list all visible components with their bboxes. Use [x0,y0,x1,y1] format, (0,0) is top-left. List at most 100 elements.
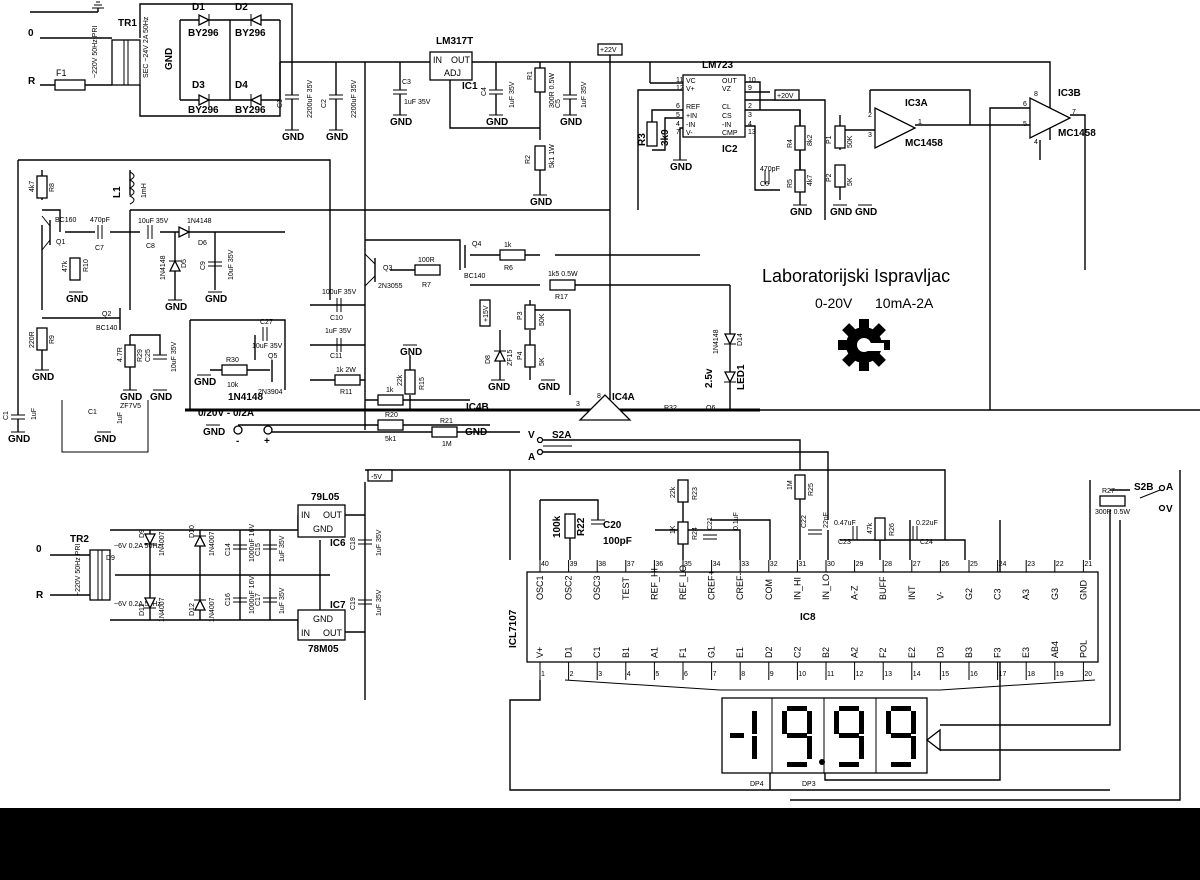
gnd-label: GND [203,427,225,438]
ic8-top-pin-name: IN_HI [792,577,802,600]
gnd-label: GND [8,434,30,445]
range-voltage: 0-20V [815,295,853,311]
rail-22v: +22V [597,43,623,56]
svg-text:LM723: LM723 [702,60,734,71]
svg-text:IC6: IC6 [330,538,346,549]
ic2-left-pin-name: VC [686,78,696,85]
cap-c8: 10uF 35V C8 [138,218,169,250]
svg-text:R27: R27 [1102,488,1115,495]
svg-text:S2B: S2B [1134,482,1153,493]
ic8-bottom-pin-name: E1 [735,647,745,658]
svg-text:R23: R23 [692,487,699,500]
svg-text:1k: 1k [386,387,394,394]
svg-text:C8: C8 [146,243,155,250]
svg-text:A: A [528,452,535,463]
svg-text:5K: 5K [847,177,854,186]
svg-text:GND: GND [164,48,175,70]
svg-text:C2: C2 [321,99,328,108]
svg-text:D8: D8 [485,355,492,364]
svg-text:2.5v: 2.5v [704,368,715,388]
svg-text:C16: C16 [225,593,232,606]
resistor-r2: R2 5k1 1W [525,144,556,171]
ic8-bottom-pin-name: D3 [935,646,945,658]
ic8-bottom-pin-name: POL [1078,640,1088,658]
diode-d6: 1N4148 D6 [178,218,212,247]
cap-c1b: C1 1uF [3,408,38,432]
svg-text:8k2: 8k2 [807,135,814,146]
svg-text:1uF 35V: 1uF 35V [404,99,431,106]
svg-text:R20: R20 [385,412,398,419]
ic8-top-pin-name: C3 [993,588,1003,600]
ic2-right-pin-num: 3 [748,112,752,119]
display-segment [787,733,807,738]
gnd-label: GND [205,294,227,305]
svg-text:C19: C19 [350,597,357,610]
svg-text:C5: C5 [555,99,562,108]
ic8-top-pin-num: 31 [798,561,806,568]
svg-text:LED1: LED1 [736,364,747,390]
ic8-bottom-pin-num: 9 [770,671,774,678]
svg-text:IN: IN [433,55,442,65]
svg-text:BC140: BC140 [96,325,118,332]
ic8-top-pin-num: 23 [1027,561,1035,568]
svg-text:Q2: Q2 [102,311,111,318]
svg-text:47k: 47k [867,522,874,534]
resistor-r29: 4.7R R29 [117,344,144,368]
ic2-left-pin-num: 5 [676,112,680,119]
resistor-r12: 1k [377,387,404,406]
cap-c22: C22 22nF [801,512,830,535]
ic2-left-pin-name: +IN [686,113,697,120]
svg-text:1uF 35V: 1uF 35V [509,81,516,108]
svg-text:R22: R22 [576,517,587,536]
svg-text:1uF 35V: 1uF 35V [376,529,383,556]
svg-text:1000uF 16V: 1000uF 16V [249,576,256,614]
resistor-r21: R21 1M [431,418,458,448]
terminal-r-top: R [28,76,36,87]
r32-label: R32 [664,405,677,412]
ic8-top-pin-name: G3 [1050,588,1060,600]
svg-text:22nF: 22nF [823,512,830,528]
svg-text:1uF 35V: 1uF 35V [581,81,588,108]
svg-text:IN: IN [301,628,310,638]
zener-d8: D8 ZF15 [485,349,514,366]
ic8-bottom-pin-num: 10 [798,671,806,678]
opamp-ic4b: IC4B [466,402,489,413]
switch-s2b: S2B A V [1134,482,1173,515]
ic8-bottom-pin-name: G1 [707,646,717,658]
svg-text:2200uF 35V: 2200uF 35V [351,80,358,118]
terminal-0-bot: 0 [36,544,42,555]
ic8-top-pin-name: A-Z [850,585,860,600]
svg-text:P3: P3 [517,311,524,320]
svg-text:0.1uF: 0.1uF [733,512,740,530]
svg-text:R21: R21 [440,418,453,425]
gnd-label: GND [120,392,142,403]
svg-text:IN: IN [301,510,310,520]
ic2-left-pin-num: 4 [676,121,680,128]
ic2-right-pin-name: CMP [722,130,738,137]
svg-text:10uF 35V: 10uF 35V [171,341,178,372]
ic8-top-pin-num: 36 [655,561,663,568]
ic8-bottom-pin-num: 17 [999,671,1007,678]
resistor-r20: R20 5k1 [377,412,404,443]
svg-text:78M05: 78M05 [308,644,339,655]
svg-text:F1: F1 [56,68,67,78]
ic8-bottom-pin-name: F1 [678,647,688,658]
rail-15v: +15V [479,299,491,327]
svg-text:BY296: BY296 [235,28,266,39]
ic8-pins: 40OSC139OSC238OSC337TEST36REF_HI35REF_LO… [535,560,1092,680]
svg-text:10k: 10k [227,382,239,389]
ic2-right-pin-name: CL [722,104,731,111]
ic2-left-pin-num: 7 [676,129,680,136]
svg-text:C10: C10 [330,315,343,322]
svg-text:BC140: BC140 [464,273,486,280]
ic8-bottom-pin-num: 14 [913,671,921,678]
svg-text:P2: P2 [826,173,833,182]
ic8-top-pin-num: 21 [1084,561,1092,568]
display-segment [752,711,757,734]
terminal-0-top: 0 [28,28,34,39]
svg-text:ZF7V5: ZF7V5 [120,403,141,410]
resistor-r30: R30 10k [221,357,248,389]
ic2-right-pin-num: 9 [748,85,752,92]
ic2-left-pin-num: 6 [676,103,680,110]
cap-c7: 470pF C7 [90,217,110,252]
